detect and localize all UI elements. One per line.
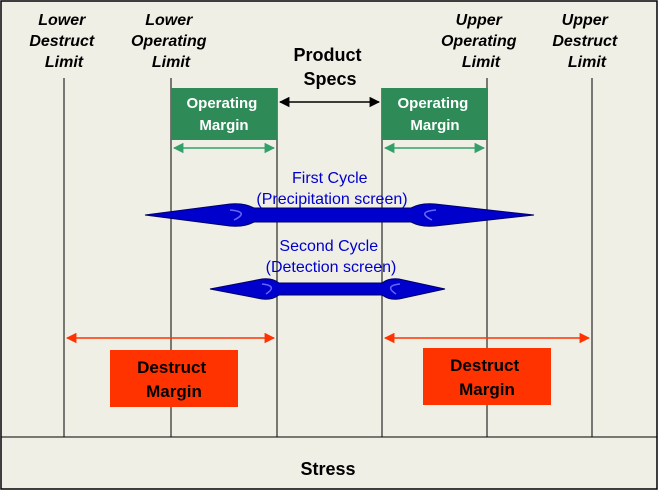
second-cycle-arrow: [209, 278, 446, 300]
operating-margin-label-right: Operating Margin: [397, 95, 472, 134]
upper-operating-limit-label: Upper Operating Limit: [441, 12, 521, 71]
first-cycle-arrow: [144, 203, 535, 227]
lower-operating-limit-label: Lower Operating Limit: [131, 12, 211, 71]
operating-margin-box-left: [171, 88, 277, 140]
first-cycle-label: First Cycle (Precipitation screen): [256, 170, 407, 208]
first-cycle-arrow-inner-left: [229, 209, 242, 221]
destruct-margin-box-left: [110, 350, 238, 407]
operating-margin-box-right: [382, 88, 488, 140]
product-specs-label: Product Specs: [293, 45, 366, 89]
upper-destruct-limit-label: Upper Destruct Limit: [552, 12, 621, 71]
second-cycle-arrow-inner-right: [389, 283, 401, 295]
stress-axis-label: Stress: [300, 459, 355, 479]
destruct-margin-label-left: Destruct Margin: [137, 358, 211, 401]
second-cycle-arrow-inner-left: [261, 283, 273, 295]
destruct-margin-box-right: [423, 348, 551, 405]
second-cycle-label: Second Cycle (Detection screen): [266, 238, 397, 276]
operating-margin-label-left: Operating Margin: [186, 95, 261, 134]
first-cycle-arrow-inner-right: [424, 209, 437, 221]
destruct-margin-label-right: Destruct Margin: [450, 356, 524, 399]
lower-destruct-limit-label: Lower Destruct Limit: [29, 12, 98, 71]
